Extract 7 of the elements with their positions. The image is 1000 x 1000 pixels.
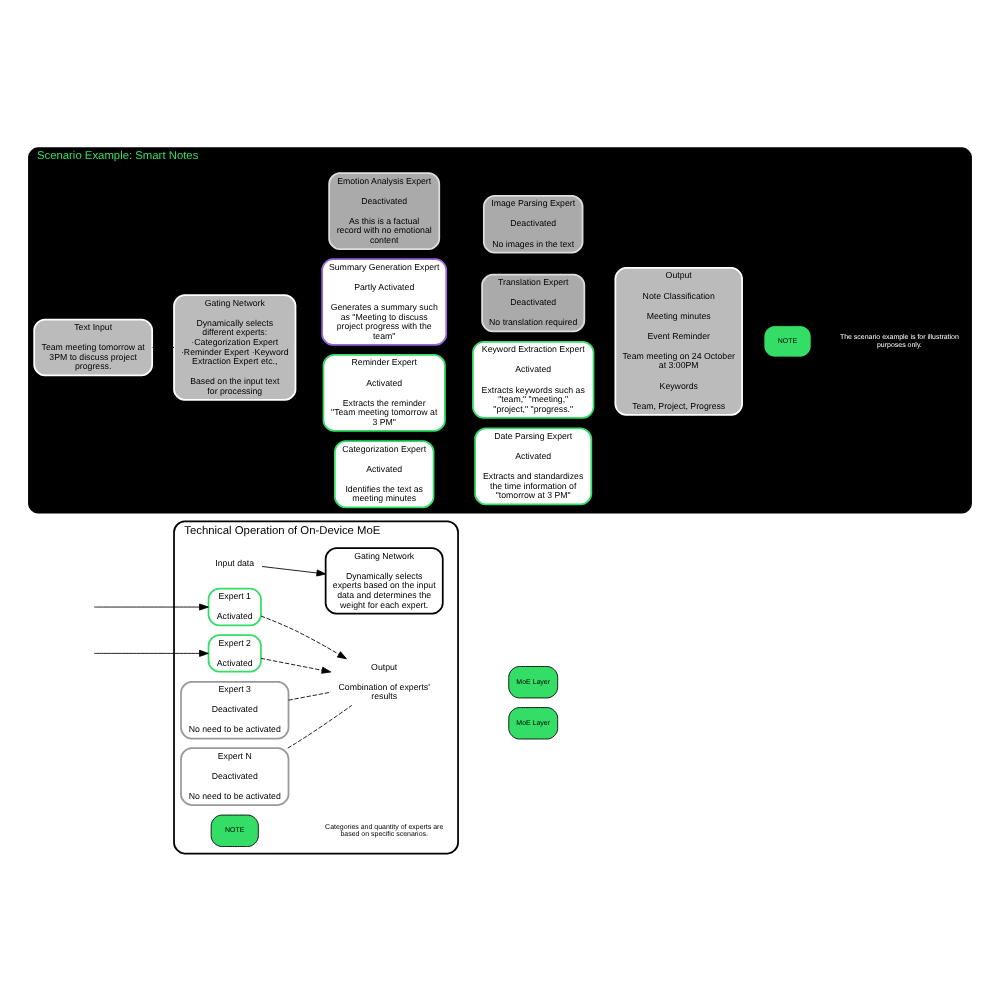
arrow (261, 566, 327, 577)
connector (287, 704, 353, 749)
arrow (93, 603, 209, 611)
arrow (93, 649, 209, 657)
arrow (260, 615, 347, 660)
arrow (260, 657, 332, 674)
connector (288, 691, 332, 701)
